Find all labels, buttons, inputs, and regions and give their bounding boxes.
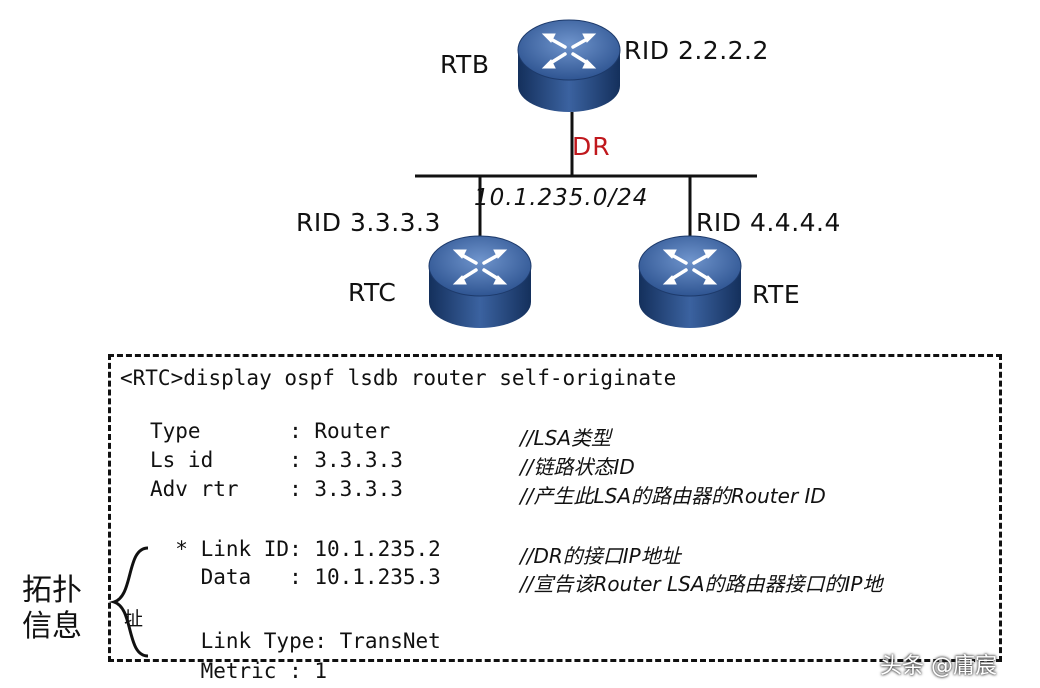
console-output-box [108,354,1002,662]
lsa-row-field: * Link ID: 10.1.235.2 [150,537,441,561]
console-command: <RTC>display ospf lsdb router self-origi… [120,366,677,390]
subnet-label: 10.1.235.0/24 [474,185,649,211]
side-note-overflow: 址 [124,608,144,630]
lsa-row-comment: //DR的接口IP地址 [520,544,681,568]
lsa-row-comment: //链路状态ID [520,455,635,479]
lsa-row-comment: //产生此LSA的路由器的Router ID [520,484,826,508]
rtb-name-label: RTB [440,50,490,79]
topology-brace [108,546,149,658]
side-note-line1: 拓扑 [22,573,82,608]
lsa-row-comment: //LSA类型 [520,426,611,450]
router-rtb-icon [515,14,623,122]
side-note-line2: 信息 [22,609,82,644]
rte-rid-label: RID 4.4.4.4 [696,208,841,237]
lsa-row-comment: //宣告该Router LSA的路由器接口的IP地 [520,572,883,596]
rte-name-label: RTE [752,280,801,309]
router-rtc-icon [426,230,534,338]
router-rte-icon [636,230,744,338]
lsa-row-field: Data : 10.1.235.3 [150,565,441,589]
lsa-row-field: Adv rtr : 3.3.3.3 [150,477,403,501]
rtc-rid-label: RID 3.3.3.3 [296,208,441,237]
dr-label: DR [572,132,611,161]
watermark: 头条 @庸宸 [880,654,997,679]
lsa-row-field: Type : Router [150,419,391,443]
rtc-name-label: RTC [348,278,397,307]
lsa-row-field: Ls id : 3.3.3.3 [150,448,403,472]
rtb-rid-label: RID 2.2.2.2 [624,36,769,65]
lsa-row-field: Metric : 1 [150,659,328,683]
lsa-row-field: Link Type: TransNet [150,629,441,653]
